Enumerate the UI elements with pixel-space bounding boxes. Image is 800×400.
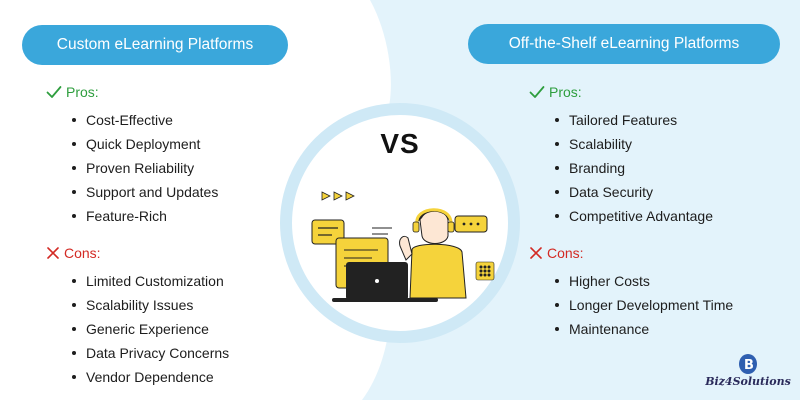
list-item: Limited Customization xyxy=(70,269,229,293)
logo-mark-icon: B xyxy=(739,354,757,374)
left-cons-section: Cons: Limited Customization Scalability … xyxy=(46,243,229,389)
right-cons-section: Cons: Higher Costs Longer Development Ti… xyxy=(529,243,733,341)
list-item: Branding xyxy=(553,156,713,180)
vs-label: VS xyxy=(380,128,420,159)
list-item: Quick Deployment xyxy=(70,132,218,156)
list-item: Cost-Effective xyxy=(70,108,218,132)
left-pros-section: Pros: Cost-Effective Quick Deployment Pr… xyxy=(46,82,218,228)
check-icon xyxy=(529,86,545,98)
list-item: Generic Experience xyxy=(70,317,229,341)
right-pros-section: Pros: Tailored Features Scalability Bran… xyxy=(529,82,713,228)
laptop-icon xyxy=(332,262,438,302)
list-item: Proven Reliability xyxy=(70,156,218,180)
dots-grid-icon xyxy=(475,261,495,281)
list-item: Tailored Features xyxy=(553,108,713,132)
cons-label: Cons: xyxy=(64,245,101,261)
left-cons-list: Limited Customization Scalability Issues… xyxy=(70,269,229,389)
biz4solutions-logo: B Biz4Solutions xyxy=(704,353,792,397)
list-item: Data Security xyxy=(553,180,713,204)
left-pros-list: Cost-Effective Quick Deployment Proven R… xyxy=(70,108,218,228)
text-lines-icon xyxy=(372,227,392,235)
list-item: Vendor Dependence xyxy=(70,365,229,389)
list-item: Data Privacy Concerns xyxy=(70,341,229,365)
list-item: Longer Development Time xyxy=(553,293,733,317)
person-icon xyxy=(399,208,467,299)
list-item: Support and Updates xyxy=(70,180,218,204)
list-item: Higher Costs xyxy=(553,269,733,293)
list-item: Competitive Advantage xyxy=(553,204,713,228)
person-at-laptop-illustration xyxy=(311,191,495,302)
svg-text:B: B xyxy=(744,358,754,373)
chat-bubble-icon xyxy=(454,215,488,233)
pros-label: Pros: xyxy=(66,84,99,100)
pros-label: Pros: xyxy=(549,84,582,100)
custom-platforms-title: Custom eLearning Platforms xyxy=(22,25,288,65)
off-the-shelf-platforms-title: Off-the-Shelf eLearning Platforms xyxy=(468,24,780,64)
check-icon xyxy=(46,86,62,98)
right-pros-list: Tailored Features Scalability Branding D… xyxy=(553,108,713,228)
right-cons-list: Higher Costs Longer Development Time Mai… xyxy=(553,269,733,341)
play-arrows-icon xyxy=(321,191,355,201)
list-item: Feature-Rich xyxy=(70,204,218,228)
logo-text: Biz4Solutions xyxy=(705,375,791,388)
list-item: Maintenance xyxy=(553,317,733,341)
list-item: Scalability Issues xyxy=(70,293,229,317)
cons-label: Cons: xyxy=(547,245,584,261)
cross-icon xyxy=(47,247,59,259)
list-item: Scalability xyxy=(553,132,713,156)
chat-bubble-icon xyxy=(311,219,345,245)
cross-icon xyxy=(530,247,542,259)
